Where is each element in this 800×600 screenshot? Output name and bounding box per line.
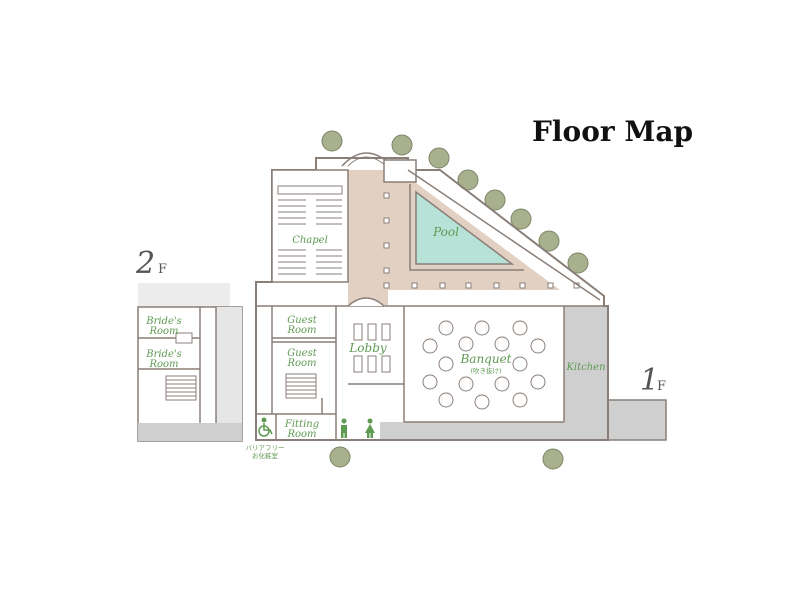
accessible-restroom-label-line1: バリアフリー	[246, 444, 285, 452]
banquet-label: Banquet	[459, 352, 511, 366]
floor-unit-2: F	[158, 262, 167, 277]
pool	[415, 190, 515, 265]
floor-1-plan: Chapel Pool Guest Room Guest Room Lobby …	[246, 152, 667, 460]
tree-icon	[567, 252, 589, 274]
female-restroom-icon	[365, 418, 375, 438]
accessible-restroom-label-line2: お化粧室	[252, 451, 279, 460]
stairs-1f	[285, 373, 317, 399]
brides-room-1-label-line1: Bride's	[145, 316, 182, 327]
tree-icon	[391, 134, 413, 156]
banquet-sub-label: (吹き抜け)	[470, 366, 501, 375]
page-title: Floor Map	[532, 115, 693, 148]
brides-room-2-label-line1: Bride's	[145, 349, 182, 360]
male-restroom-icon	[341, 418, 347, 438]
guest-room-2-label-line1: Guest	[287, 348, 317, 359]
service-corridor	[380, 422, 608, 440]
chapel-pews	[278, 199, 342, 275]
chapel-label: Chapel	[292, 235, 328, 246]
fitting-room-label-line2: Room	[286, 429, 316, 440]
tree-icon	[484, 189, 506, 211]
brides-room-1-label-line2: Room	[148, 326, 178, 337]
terrace-2f	[138, 283, 230, 307]
trees	[321, 130, 589, 470]
fitting-room-label-line1: Fitting	[284, 419, 319, 430]
tree-icon	[329, 446, 351, 468]
tree-icon	[538, 230, 560, 252]
hall-2f	[216, 307, 242, 423]
service-2f	[138, 423, 242, 441]
tree-icon	[321, 130, 343, 152]
lobby-label: Lobby	[348, 341, 387, 355]
tree-icon	[457, 169, 479, 191]
tree-icon	[510, 208, 532, 230]
tree-icon	[542, 448, 564, 470]
pool-label: Pool	[432, 225, 459, 239]
floor-number-1: 1	[640, 363, 659, 398]
brides-room-2-label-line2: Room	[148, 359, 178, 370]
guest-room-2-label-line2: Room	[286, 358, 316, 369]
floor-2-plan: Bride's Room Bride's Room	[137, 283, 243, 442]
floor-number-2: 2	[135, 246, 155, 281]
kitchen-label: Kitchen	[565, 362, 605, 373]
colonnade-posts	[383, 192, 580, 289]
tree-icon	[428, 147, 450, 169]
wheelchair-icon	[258, 417, 273, 437]
guest-room-1-label-line1: Guest	[287, 315, 317, 326]
stairs-2f	[165, 375, 197, 401]
guest-room-1-label-line2: Room	[286, 325, 316, 336]
kitchen-area	[564, 306, 608, 422]
banquet-tables	[422, 320, 546, 410]
floor-unit-1: F	[657, 379, 666, 394]
annex-1f	[607, 399, 667, 441]
lobby-seating	[353, 323, 391, 373]
